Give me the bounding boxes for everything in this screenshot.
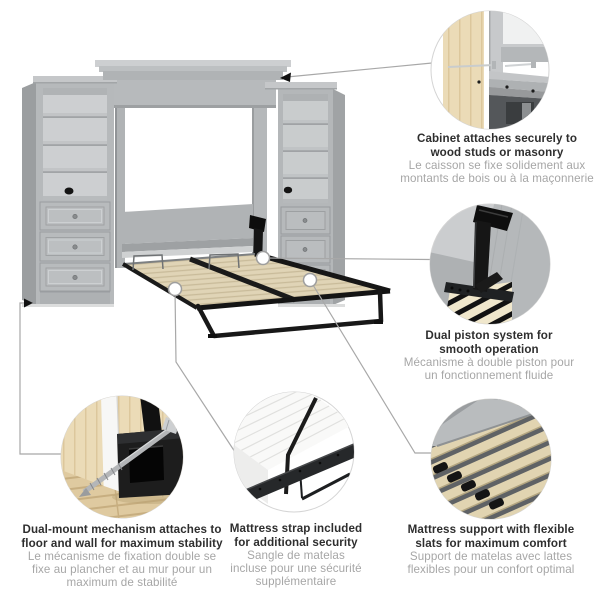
deck-center-rail [189,256,296,303]
cabinet-top-surface [489,79,549,92]
leader-line-dual-piston [262,257,431,261]
marker-dot-strap [167,281,183,297]
slat-holders [432,462,504,510]
bed-cabinet-interior [115,108,267,268]
leader-line-dual-mount [19,302,62,455]
cabinet-left-side-panel [115,108,125,268]
leader-line-mattress-strap [174,288,236,453]
left-storage-tower [22,76,117,307]
callout-title: Dual piston system for smooth operation [425,329,553,356]
callout-circle-dual-mount [60,395,184,519]
arrowhead-dual-mount [24,298,33,308]
drawer-knob [302,218,308,223]
callout-circle-flexible-slats [430,398,552,520]
mattress-strap-hoop [208,253,240,270]
cable-grommet [283,186,293,194]
marker-dots [167,250,318,297]
tower-cornice [33,76,117,83]
tower-side-face [22,82,36,305]
tower-plinth [40,291,110,305]
drawer [39,201,111,231]
deck-front-rail [196,288,391,311]
header-panel [104,79,276,108]
callout-circle-mattress-strap [233,391,355,513]
callout-caption-cabinet-attachment: Cabinet attaches securely to wood studs … [389,132,600,185]
callout-title: Cabinet attaches securely to wood studs … [416,132,578,159]
drawer [39,231,111,262]
shelf-boards [283,120,328,203]
callout-title: Mattress strap included for additional s… [229,522,363,549]
crown-molding [95,60,291,80]
wall-bed-unit [22,60,391,339]
drawer-knob [72,274,78,281]
drawer-knob [72,244,78,250]
callout-subtitle: Le caisson se fixe solidement aux montan… [400,159,594,186]
callout-circle-cabinet-attachment [430,10,550,130]
callout-caption-flexible-slats: Mattress support with flexible slats for… [378,523,600,576]
tower-cornice [265,82,337,89]
callout-caption-dual-piston: Dual piston system for smooth operation … [379,329,599,382]
callout-title: Dual-mount mechanism attaches to floor a… [21,523,223,550]
wood-stud [443,11,484,129]
piston-arm [473,220,491,292]
right-storage-tower [265,82,345,307]
callout-subtitle: Sangle de matelas incluse pour une sécur… [230,549,362,589]
marker-dot-piston [255,250,271,266]
arrowhead-cabinet [280,72,291,82]
callout-circle-dual-piston [429,203,551,325]
header-bridge [104,79,276,108]
mounting-screw [447,64,495,68]
headboard-panel [122,204,253,244]
mattress-top [234,392,354,470]
callout-subtitle: Le mécanisme de fixation double se fixe … [27,550,217,590]
callout-subtitle: Mécanisme à double piston pour un foncti… [403,356,575,383]
shelf-boards [43,113,107,200]
drawer-knob [72,213,78,220]
bed-platform [121,251,391,339]
quilt-lines [234,392,346,464]
drawer [39,262,111,292]
deck-right-rail [254,251,391,294]
callout-caption-mattress-strap: Mattress strap included for additional s… [186,522,406,589]
leader-line-flexible-slats [309,279,431,454]
tower-side-face [333,89,345,305]
leader-line-cabinet-attachment [286,62,433,78]
mattress-strap-hoop [132,254,164,271]
callout-caption-dual-mount: Dual-mount mechanism attaches to floor a… [7,523,237,590]
cable-grommet [64,187,74,195]
mounting-screw [504,63,534,67]
deck-left-rail [121,262,199,310]
bed-rail [235,444,354,506]
callout-subtitle: Support de matelas avec lattes flexibles… [407,550,575,577]
drawer [280,206,331,235]
mattress-front [234,424,268,504]
drawer-knob [302,247,308,252]
callout-title: Mattress support with flexible slats for… [407,523,575,550]
marker-dot-slats [302,272,318,288]
foot-bar [195,289,384,339]
